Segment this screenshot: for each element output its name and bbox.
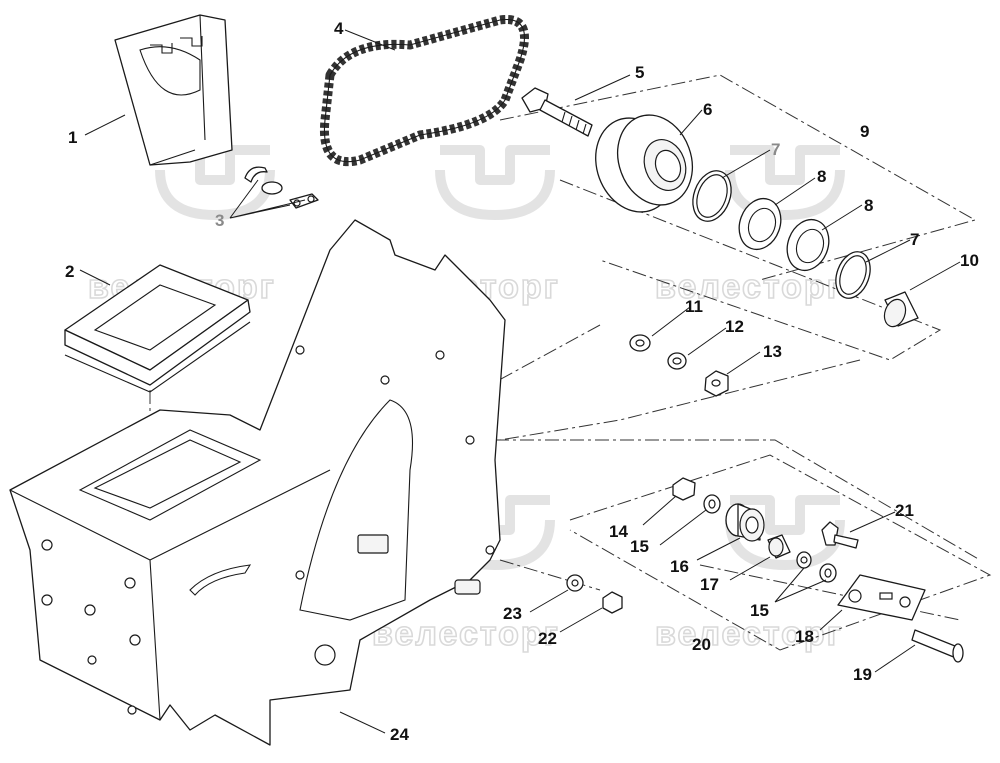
- part-frame: [9, 219, 506, 746]
- part-circlip: [692, 170, 732, 222]
- watermark-text: велесторг: [655, 615, 843, 653]
- part-nut: [672, 477, 696, 501]
- callout-24: 24: [390, 725, 409, 744]
- part-screw: [911, 629, 964, 663]
- part-circlip: [835, 251, 871, 299]
- callout-9: 9: [860, 122, 869, 141]
- part-nut: [704, 370, 729, 397]
- part-roller: [725, 503, 765, 542]
- callout-5: 5: [635, 63, 644, 82]
- callout-2: 2: [65, 262, 74, 281]
- callout-15-left: 15: [630, 537, 649, 556]
- part-stud: [821, 521, 859, 549]
- callout-6: 6: [703, 100, 712, 119]
- callout-7-lower: 7: [910, 230, 919, 249]
- callout-23: 23: [503, 604, 522, 623]
- callout-labels: 1 2 3 4 5 6 7 7 8 8 9 10 11 12 13 14 15 …: [65, 19, 979, 744]
- part-bushing: [767, 534, 791, 559]
- callout-7-upper: 7: [771, 140, 780, 159]
- callout-1: 1: [68, 128, 77, 147]
- leader-lines: [79, 29, 961, 734]
- watermark-text: велесторг: [372, 615, 560, 653]
- callout-12: 12: [725, 317, 744, 336]
- callout-3: 3: [215, 211, 224, 230]
- part-spacer: [883, 291, 919, 328]
- part-roller-chain: [319, 15, 529, 166]
- callout-4: 4: [334, 19, 344, 38]
- callout-14: 14: [609, 522, 628, 541]
- callout-11: 11: [685, 297, 703, 316]
- callout-21: 21: [895, 501, 914, 520]
- watermark-text: велесторг: [655, 268, 843, 306]
- callout-13: 13: [763, 342, 782, 361]
- part-sprocket: [595, 114, 693, 213]
- part-chain-guard: [114, 14, 233, 166]
- callout-20: 20: [692, 635, 711, 654]
- part-bearing: [738, 197, 830, 272]
- part-washer: [566, 574, 584, 592]
- part-washer: [703, 494, 721, 514]
- callout-8-upper: 8: [817, 167, 826, 186]
- callout-22: 22: [538, 629, 557, 648]
- callout-16: 16: [670, 557, 689, 576]
- callout-19: 19: [853, 665, 872, 684]
- part-gasket: [64, 264, 251, 393]
- part-bolt: [521, 87, 593, 137]
- callout-8-lower: 8: [864, 196, 873, 215]
- callout-10: 10: [960, 251, 979, 270]
- callout-17: 17: [700, 575, 719, 594]
- part-washer: [796, 551, 837, 583]
- part-lock-washer: [667, 352, 687, 370]
- assembly-lines: [149, 74, 992, 651]
- part-washer: [629, 334, 651, 352]
- part-nut: [602, 591, 623, 614]
- callout-18: 18: [795, 627, 814, 646]
- part-plate: [837, 574, 926, 621]
- callout-15-right: 15: [750, 601, 769, 620]
- part-chain-connector: [244, 166, 319, 209]
